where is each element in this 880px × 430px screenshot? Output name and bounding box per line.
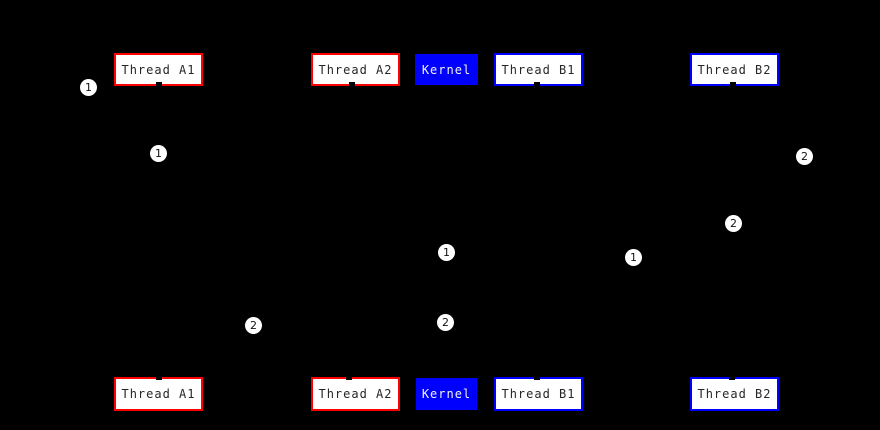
step-badge: 2 — [245, 317, 262, 334]
step-badge: 1 — [625, 249, 642, 266]
node-thread-b2-bottom: Thread B2 — [690, 377, 779, 411]
node-thread-a1-top: Thread A1 — [114, 53, 203, 86]
edge-connector-notch — [730, 82, 736, 87]
edge-connector-notch — [349, 82, 355, 87]
step-badge: 1 — [80, 79, 97, 96]
step-badge: 2 — [437, 314, 454, 331]
node-thread-a2-bottom: Thread A2 — [311, 377, 400, 411]
node-thread-b2-top: Thread B2 — [690, 53, 779, 86]
step-badge: 2 — [796, 148, 813, 165]
node-kernel-bottom: Kernel — [416, 378, 477, 410]
node-thread-b1-bottom: Thread B1 — [494, 377, 583, 411]
edge-connector-notch — [156, 82, 162, 87]
step-badge: 2 — [725, 215, 742, 232]
edge-connector-notch — [729, 375, 735, 380]
edge-connector-notch — [534, 375, 540, 380]
edge-connector-notch — [534, 82, 540, 87]
edge-connector-notch — [346, 375, 352, 380]
node-thread-a2-top: Thread A2 — [311, 53, 400, 86]
edge-connector-notch — [156, 375, 162, 380]
step-badge: 1 — [150, 145, 167, 162]
node-kernel-top: Kernel — [415, 54, 478, 85]
node-thread-a1-bottom: Thread A1 — [114, 377, 203, 411]
step-badge: 1 — [438, 244, 455, 261]
